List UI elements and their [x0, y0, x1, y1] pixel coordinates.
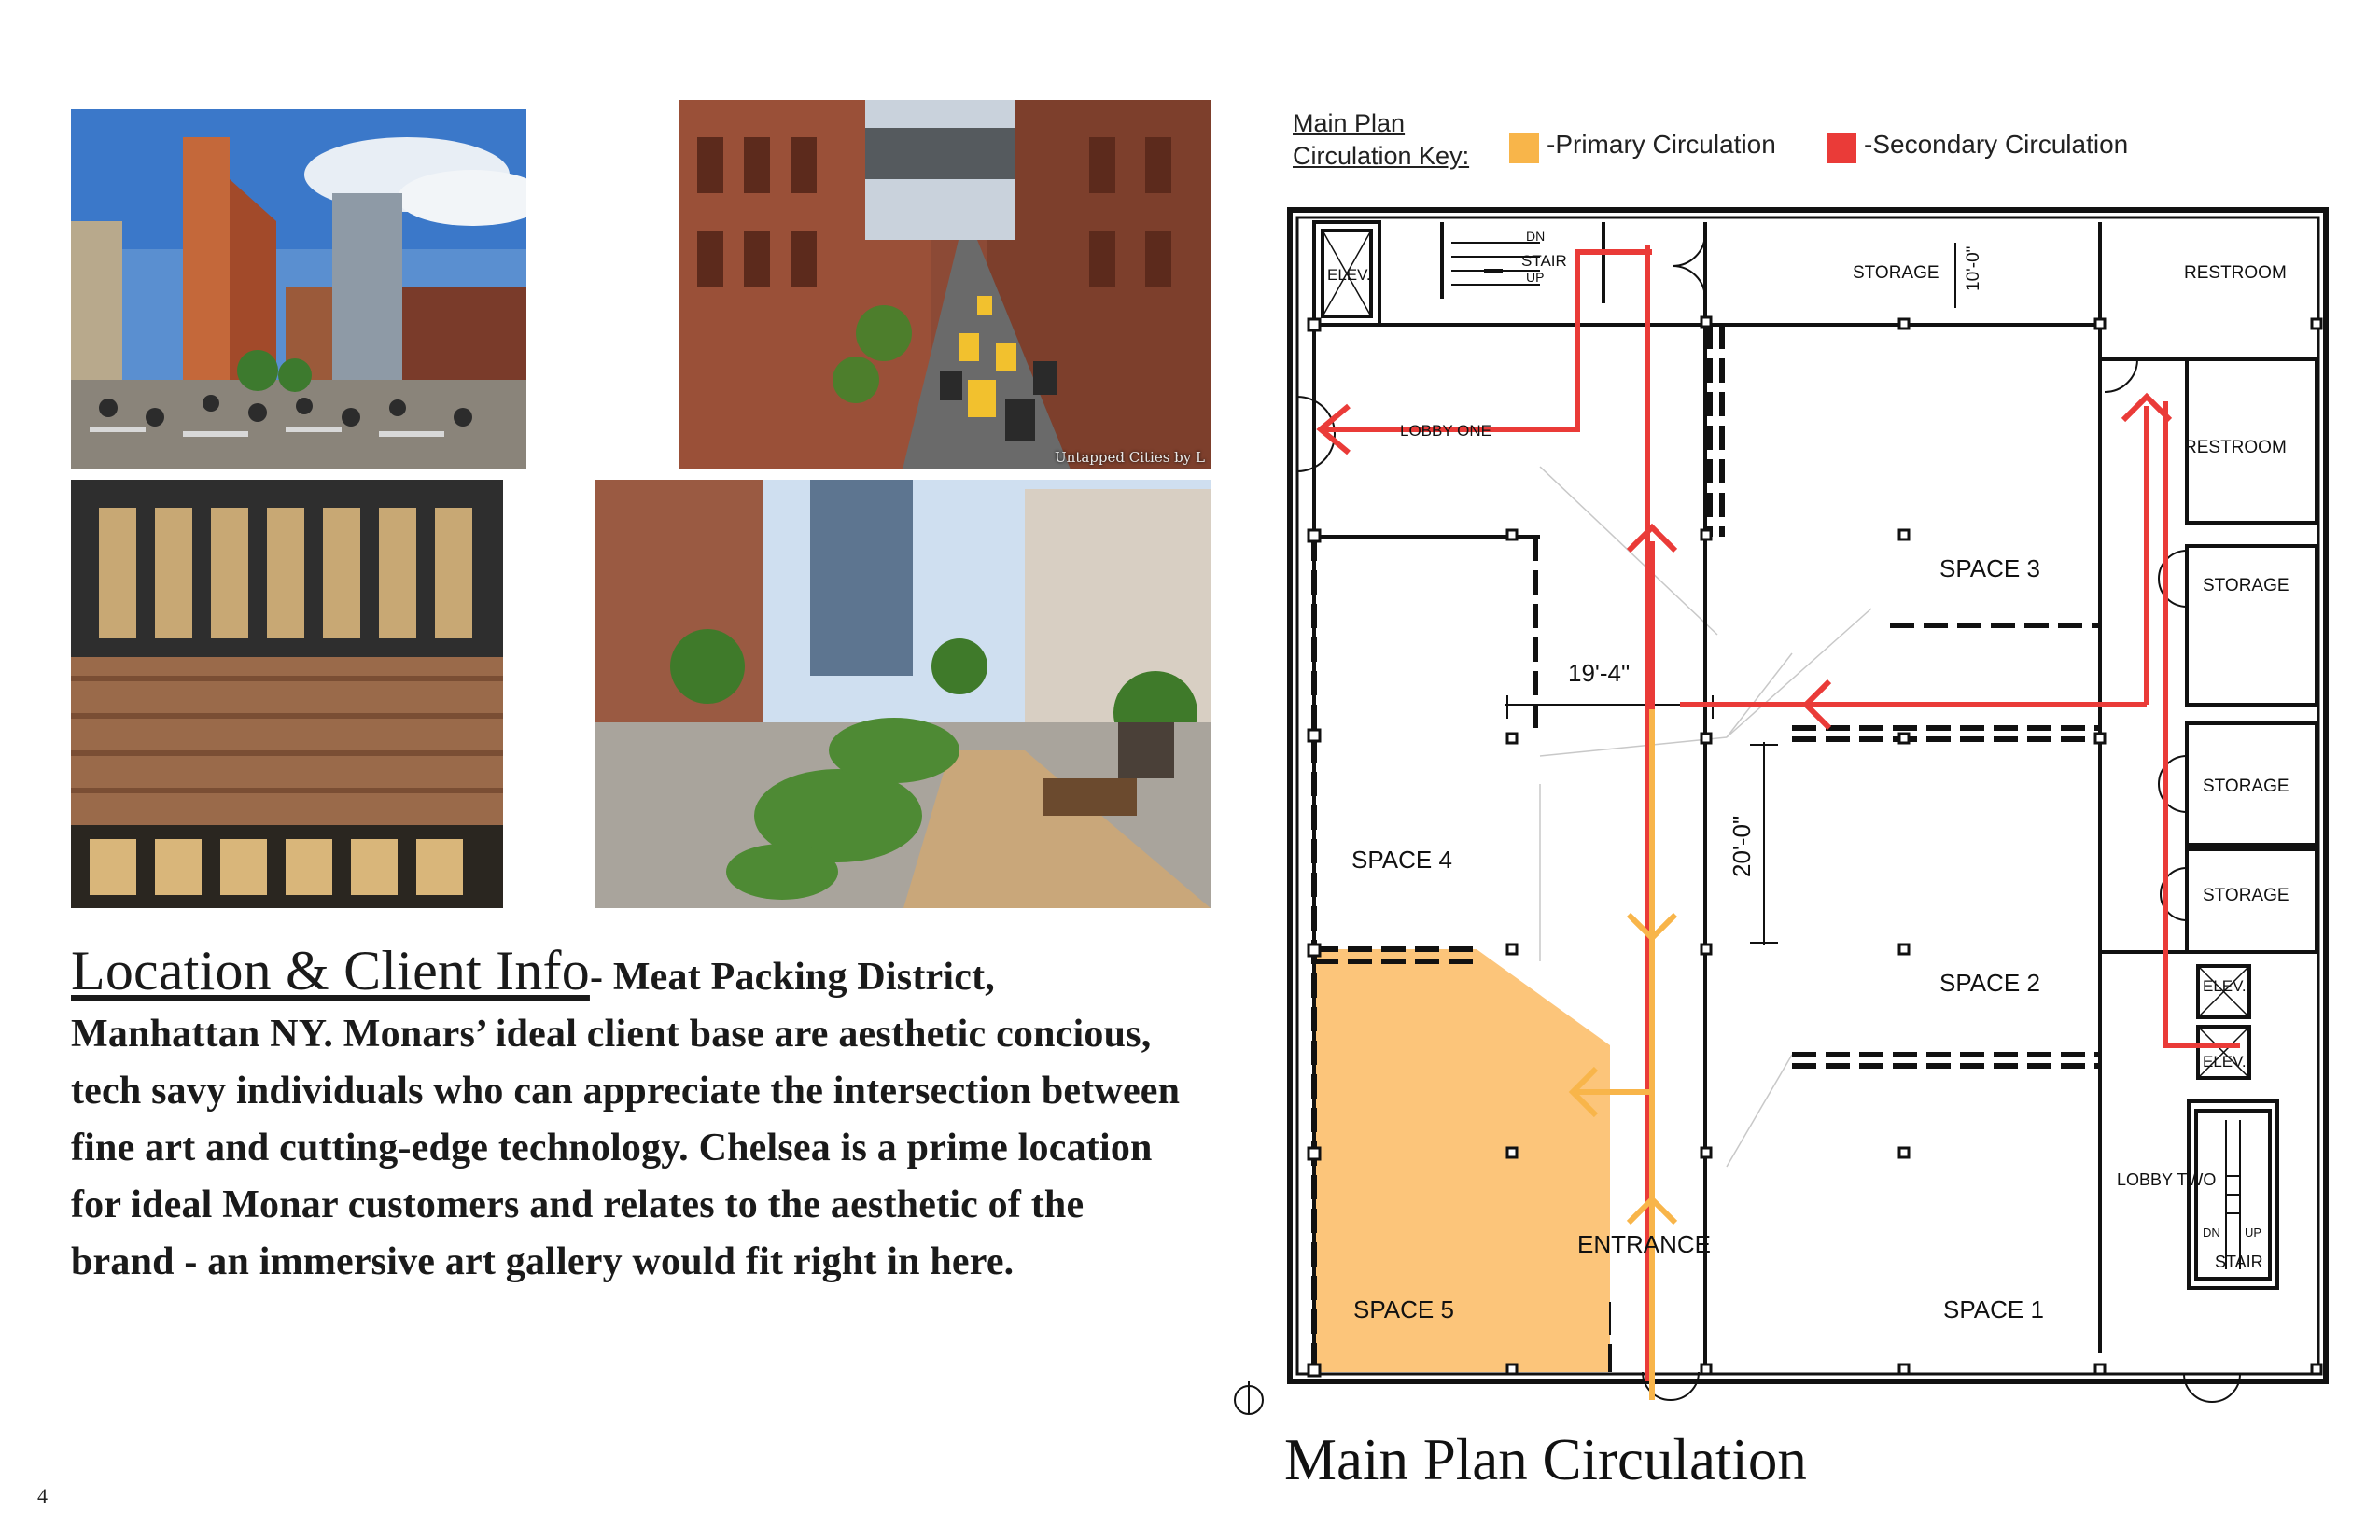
lobby-two-label: LOBBY TWO — [2117, 1170, 2216, 1189]
stair-up-label: UP — [1526, 270, 1544, 285]
storage-dimension: 10'-0" — [1964, 246, 1983, 291]
main-floor-plan: ELEV. STAIR DN UP STORAGE 10'-0" RESTROO… — [1232, 187, 2352, 1419]
space-2-label: SPACE 2 — [1939, 969, 2040, 997]
photo-credit: Untapped Cities by L — [1055, 449, 1205, 466]
space-5-highlight — [1314, 949, 1610, 1372]
stair-label: STAIR — [1521, 252, 1567, 270]
stair-right-label: STAIR — [2215, 1253, 2263, 1271]
elevator-right-2-label: ELEV. — [2203, 1053, 2247, 1071]
key-title-line-2: Circulation Key: — [1293, 142, 1470, 170]
storage-2-label: STORAGE — [2203, 777, 2289, 796]
storage-3-label: STORAGE — [2203, 886, 2289, 905]
space-3-label: SPACE 3 — [1939, 554, 2040, 582]
lobby-one-label: LOBBY ONE — [1400, 422, 1491, 440]
secondary-circulation-label: -Secondary Circulation — [1864, 130, 2129, 159]
info-body: - Meat Packing District, Manhattan NY. M… — [71, 956, 1181, 1283]
space-1-label: SPACE 1 — [1943, 1295, 2044, 1323]
primary-circulation-swatch — [1509, 133, 1539, 163]
photo-cobblestone-street — [595, 480, 1211, 908]
key-title-line-1: Main Plan — [1293, 109, 1406, 137]
photo-plaza — [71, 109, 526, 469]
photo-high-line-street: Untapped Cities by L — [679, 100, 1211, 469]
circulation-key: Main Plan Circulation Key: -Primary Circ… — [1293, 107, 2226, 182]
space-5-label: SPACE 5 — [1353, 1295, 1454, 1323]
height-dimension: 20'-0" — [1728, 816, 1756, 877]
key-title: Main Plan Circulation Key: — [1293, 107, 1469, 173]
elevator-label: ELEV. — [1327, 266, 1371, 284]
storage-top-label: STORAGE — [1853, 263, 1939, 283]
photo-glass-building — [71, 480, 503, 908]
entrance-label: ENTRANCE — [1577, 1230, 1711, 1258]
info-heading: Location & Client Info — [71, 940, 590, 1001]
stair-right-down-label: DN — [2203, 1225, 2220, 1239]
elevator-right-1-label: ELEV. — [2203, 977, 2247, 995]
plan-title: Main Plan Circulation — [1284, 1427, 1807, 1492]
space-4-label: SPACE 4 — [1351, 846, 1452, 874]
restroom-1-label: RESTROOM — [2184, 263, 2287, 283]
primary-circulation-label: -Primary Circulation — [1547, 130, 1776, 159]
stair-right-up-label: UP — [2245, 1225, 2261, 1239]
location-client-info: Location & Client Info- Meat Packing Dis… — [71, 943, 1191, 1291]
width-dimension: 19'-4" — [1568, 659, 1630, 687]
storage-1-label: STORAGE — [2203, 576, 2289, 595]
restroom-2-label: RESTROOM — [2184, 438, 2287, 457]
page-number: 4 — [37, 1484, 48, 1507]
secondary-circulation-swatch — [1827, 133, 1856, 163]
stair-down-label: DN — [1526, 229, 1545, 244]
